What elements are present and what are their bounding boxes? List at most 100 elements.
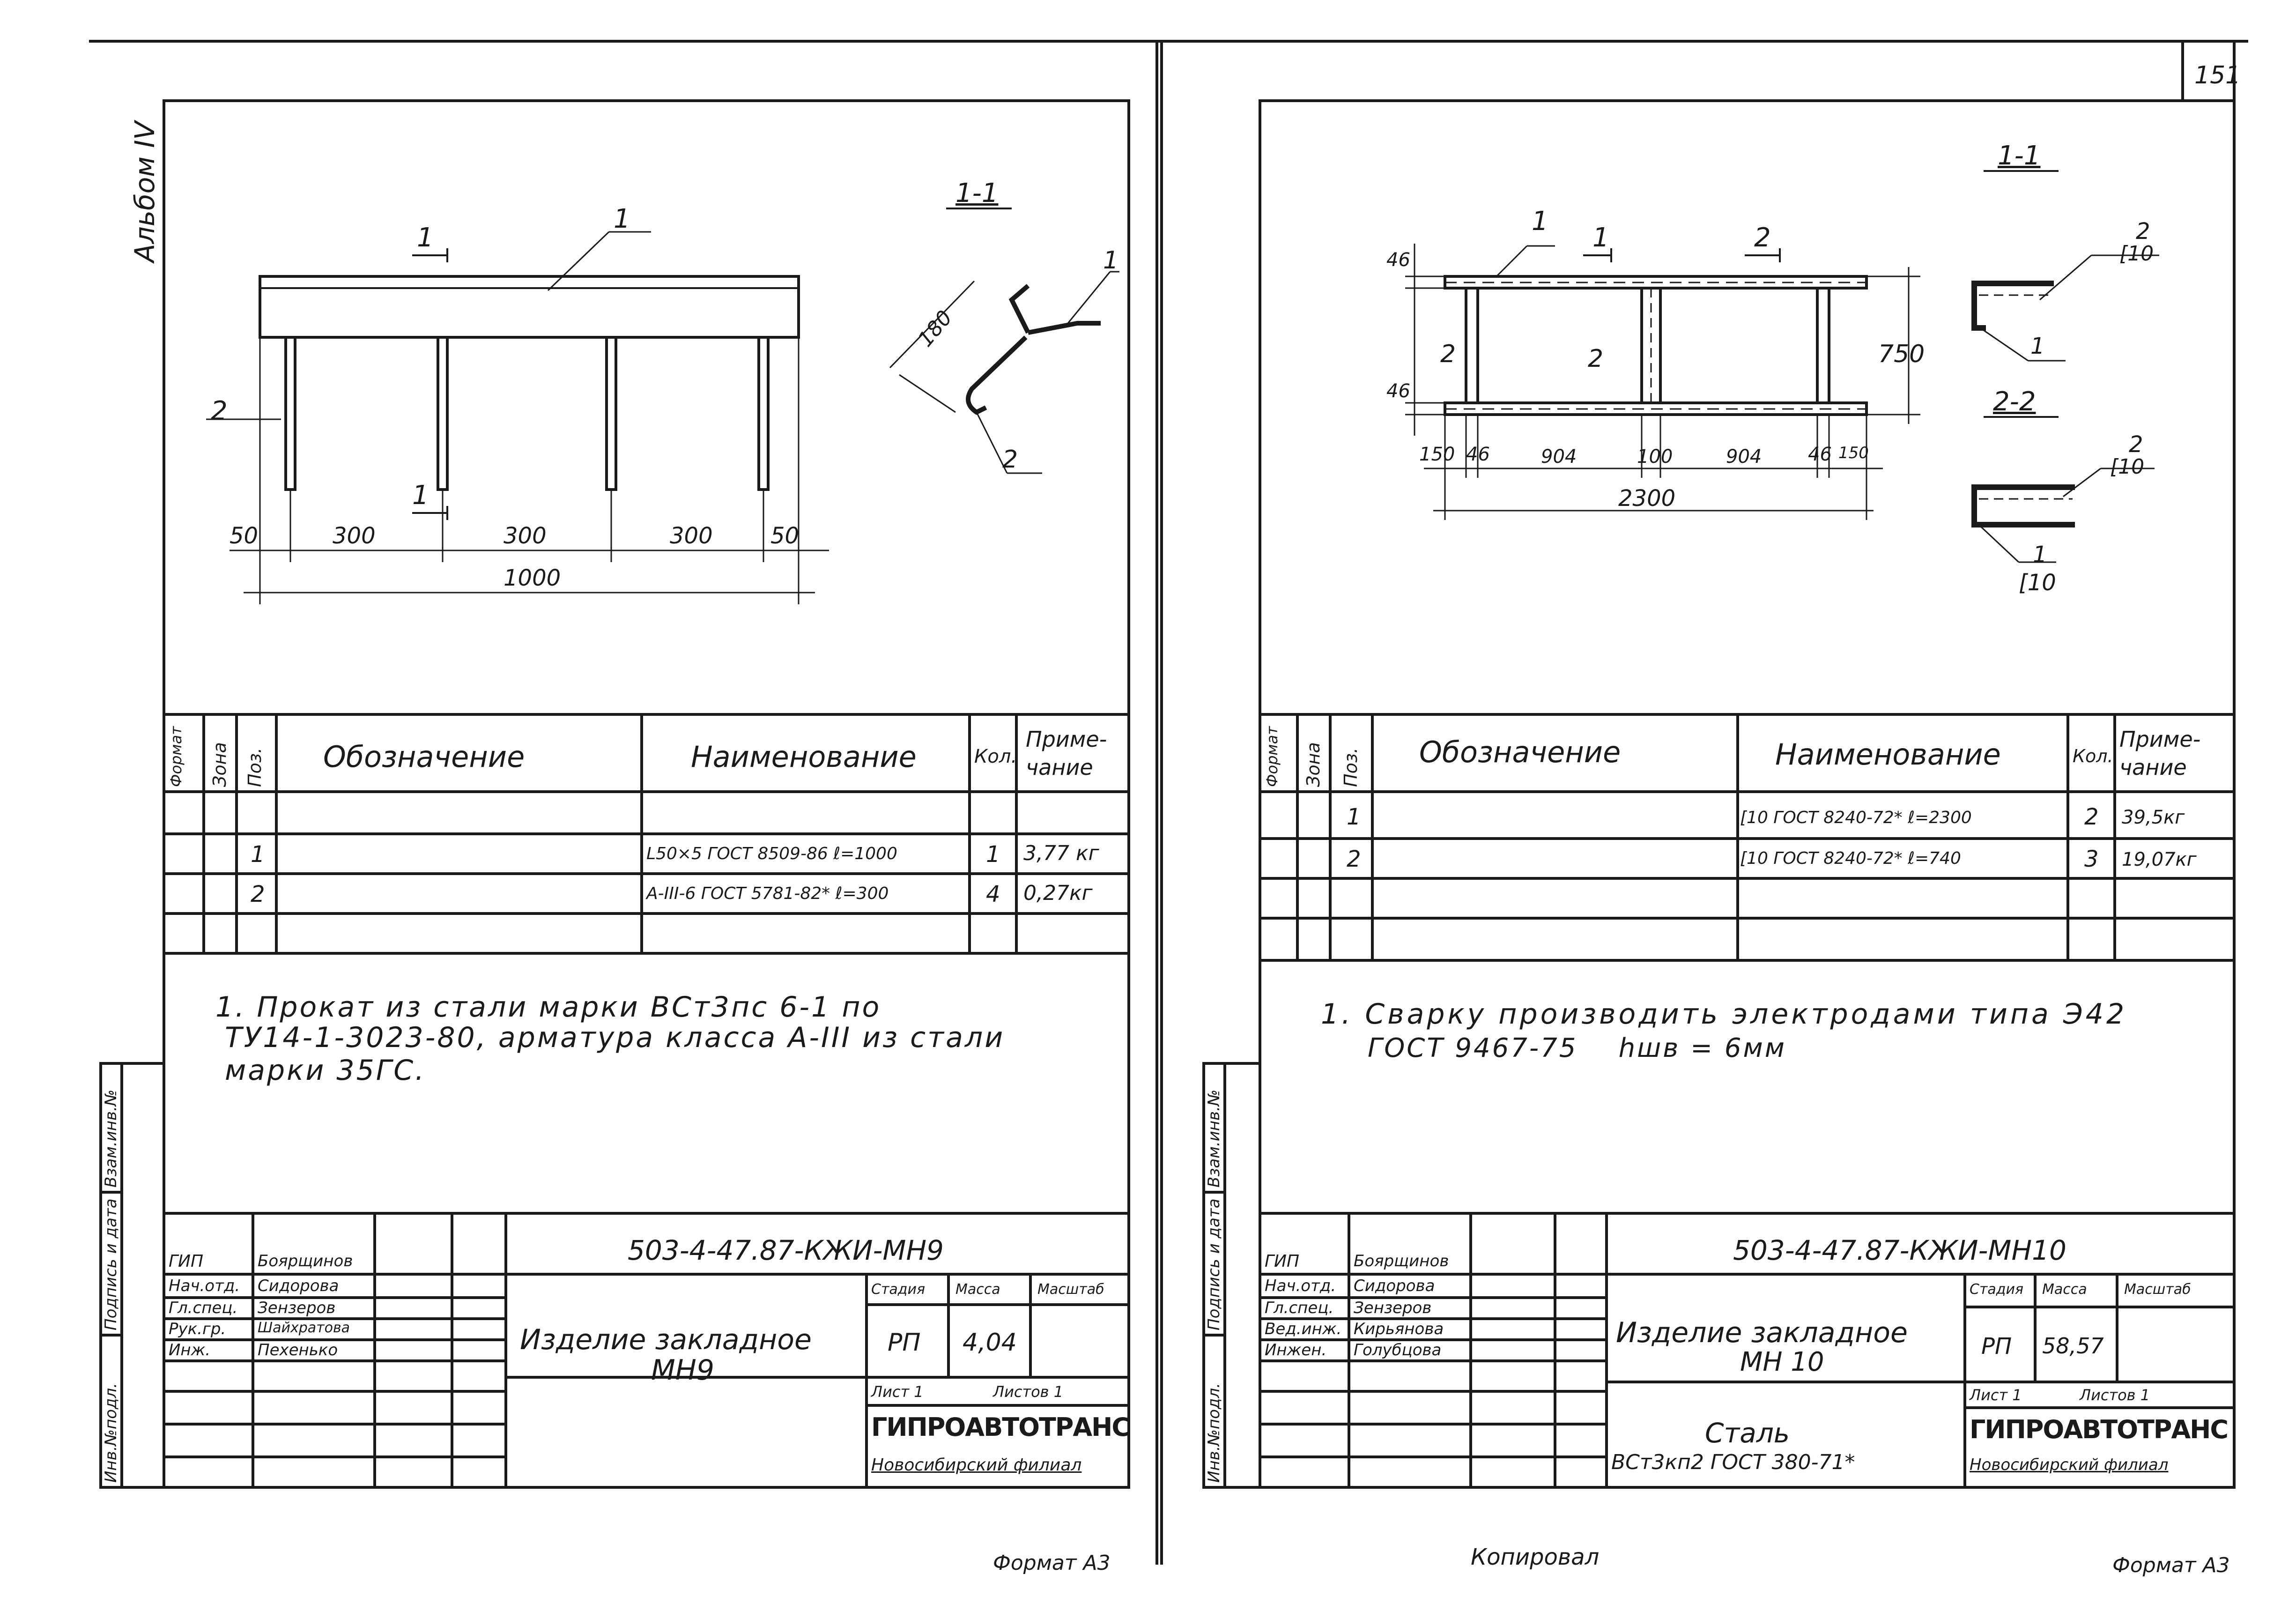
- mn10-height: 750: [1878, 340, 1925, 368]
- mn9-row1-pos: 1: [251, 841, 265, 868]
- mn9-dim-50-right: 50: [770, 523, 800, 549]
- mn10-drawing: [1405, 170, 2159, 563]
- mn10-hdr-name: Наименование: [1775, 737, 2001, 772]
- mn10-sec2-channel: [10: [2110, 455, 2145, 479]
- mn9-hdr-note-1: Приме-: [1026, 727, 1107, 752]
- mn10-sec2-channel-b: [10: [2019, 570, 2056, 596]
- mn9-total-length: 1000: [504, 565, 561, 591]
- mn9-code: 503-4-47.87-КЖИ-МН9: [628, 1234, 944, 1266]
- mn9-title-1: Изделие закладное: [520, 1323, 812, 1356]
- mn10-section-2-2: 2-2: [1993, 386, 2036, 417]
- mn10-row1-qty: 2: [2084, 804, 2099, 830]
- mn9-hdr-note-2: чание: [1026, 755, 1093, 780]
- mn9-role-0: ГИП: [169, 1252, 204, 1271]
- mn9-mass-label: Масса: [955, 1281, 1000, 1298]
- mn10-total-length: 2300: [1618, 485, 1676, 512]
- mn9-hdr-format: Формат: [167, 726, 185, 787]
- mn10-hdr-pos: Поз.: [1341, 747, 1361, 787]
- mn9-format: Формат А3: [993, 1551, 1111, 1575]
- mn9-name-4: Пехенько: [258, 1341, 338, 1359]
- mn9-side-inv: Инв.№подл.: [102, 1383, 120, 1483]
- mn10-dim-904-right: 904: [1726, 446, 1762, 468]
- mn10-name-4: Голубцова: [1354, 1341, 1442, 1359]
- mn10-hdr-format: Формат: [1263, 726, 1281, 787]
- mn10-dim-46-left: 46: [1466, 444, 1490, 465]
- mn10-dim-150-right: 150: [1838, 444, 1869, 462]
- mn10-row2-name: [10 ГОСТ 8240-72* ℓ=740: [1740, 849, 1961, 868]
- mn9-stage: РП: [888, 1329, 921, 1357]
- mn10-side-inv: Инв.№подл.: [1205, 1383, 1223, 1483]
- mn10-stage: РП: [1981, 1333, 2012, 1359]
- mn10-sec1-pos2: 2: [2136, 218, 2150, 245]
- mn10-cut-1: 1: [1592, 223, 1609, 253]
- mn9-cut-1-top: 1: [417, 223, 434, 253]
- mn9-role-4: Инж.: [169, 1341, 211, 1359]
- mn10-row2-pos: 2: [1347, 846, 1361, 872]
- mn9-dim-300-3: 300: [670, 523, 713, 549]
- mn9-row2-pos: 2: [251, 881, 265, 907]
- mn10-name-0: Боярщинов: [1354, 1252, 1449, 1270]
- mn9-name-3: Шайхратова: [258, 1320, 350, 1336]
- mn9-note-line-2: ТУ14-1-3023-80, арматура класса A-III из…: [225, 1021, 1005, 1054]
- mn10-row2-note: 19,07кг: [2122, 849, 2197, 870]
- mn10-org: ГИПРОАВТОТРАНС: [1970, 1415, 2229, 1444]
- mn9-row2-note: 0,27кг: [1023, 881, 1093, 905]
- mn10-sec2-pos2: 2: [2129, 431, 2143, 458]
- mn10-side-sign: Подпись и дата: [1205, 1198, 1223, 1330]
- mn10-stage-label: Стадия: [1970, 1281, 2024, 1298]
- mn9-branch: Новосибирский филиал: [871, 1455, 1082, 1475]
- mn10-hdr-zone: Зона: [1303, 742, 1324, 787]
- mn10-sec1-pos1: 1: [2030, 333, 2045, 359]
- mn10-pos-2-mid: 2: [1588, 345, 1604, 373]
- mn9-mass: 4,04: [963, 1329, 1017, 1357]
- mn10-note-line-2: ГОСТ 9467-75 hшв = 6мм: [1368, 1033, 1786, 1063]
- mn10-sec2-pos1: 1: [2033, 542, 2047, 568]
- mn9-stage-label: Стадия: [871, 1281, 926, 1298]
- mn9-name-2: Зензеров: [258, 1299, 336, 1317]
- mn10-hdr-note-2: чание: [2119, 755, 2187, 780]
- mn9-hdr-designation: Обозначение: [323, 740, 525, 774]
- mn10-cut-2: 2: [1754, 223, 1771, 253]
- mn10-dim-904-left: 904: [1541, 446, 1577, 468]
- mn10-dim-46-bottom: 46: [1386, 380, 1410, 402]
- mn9-section-pos-2: 2: [1002, 446, 1018, 474]
- mn10-role-2: Гл.спец.: [1265, 1299, 1334, 1317]
- mn9-row1-qty: 1: [986, 841, 1000, 868]
- mn9-row1-name: L50×5 ГОСТ 8509-86 ℓ=1000: [646, 844, 897, 863]
- page-number: 151: [2194, 61, 2241, 89]
- mn10-hdr-designation: Обозначение: [1419, 735, 1621, 769]
- mn10-role-4: Инжен.: [1265, 1341, 1327, 1359]
- mn10-branch: Новосибирский филиал: [1970, 1455, 2169, 1474]
- mn10-dim-46-right: 46: [1808, 444, 1832, 465]
- mn10-role-1: Нач.отд.: [1265, 1277, 1336, 1295]
- mn10-name-2: Зензеров: [1354, 1299, 1432, 1317]
- mn10-scale-label: Масштаб: [2124, 1281, 2191, 1298]
- mn9-drawing: [206, 208, 1119, 604]
- mn9-dim-300-2: 300: [504, 523, 547, 549]
- mn9-scale-label: Масштаб: [1037, 1281, 1104, 1298]
- mn10-side-replace: Взам.инв.№: [1205, 1089, 1223, 1188]
- mn9-row2-qty: 4: [986, 881, 1000, 907]
- mn10-sec1-channel: [10: [2119, 242, 2154, 266]
- mn10-row1-pos: 1: [1347, 804, 1361, 830]
- mn9-hdr-zone: Зона: [209, 742, 230, 787]
- mn9-section-label: 1-1: [955, 178, 999, 208]
- mn10-hdr-qty: Кол.: [2073, 746, 2113, 766]
- mn9-title-2: МН9: [651, 1354, 715, 1387]
- mn10-section-1-1: 1-1: [1998, 141, 2041, 171]
- mn10-dim-150-left: 150: [1419, 444, 1455, 465]
- mn10-note-line-1: 1. Сварку производить электродами типа Э…: [1321, 998, 2127, 1031]
- mn10-row1-name: [10 ГОСТ 8240-72* ℓ=2300: [1740, 808, 1972, 827]
- mn10-dim-46-top: 46: [1386, 249, 1410, 271]
- mn9-hdr-pos: Поз.: [244, 747, 265, 787]
- mn10-name-1: Сидорова: [1354, 1277, 1435, 1295]
- mn9-dim-50-left: 50: [230, 523, 259, 549]
- mn10-mass-label: Масса: [2042, 1281, 2087, 1298]
- mn9-row2-name: A-III-6 ГОСТ 5781-82* ℓ=300: [646, 884, 889, 903]
- mn9-role-1: Нач.отд.: [169, 1277, 240, 1295]
- mn10-row1-note: 39,5кг: [2122, 807, 2185, 828]
- mn10-format: Формат А3: [2112, 1553, 2230, 1577]
- mn10-copied-by: Копировал: [1471, 1544, 1600, 1570]
- mn10-title-1: Изделие закладное: [1616, 1316, 1908, 1349]
